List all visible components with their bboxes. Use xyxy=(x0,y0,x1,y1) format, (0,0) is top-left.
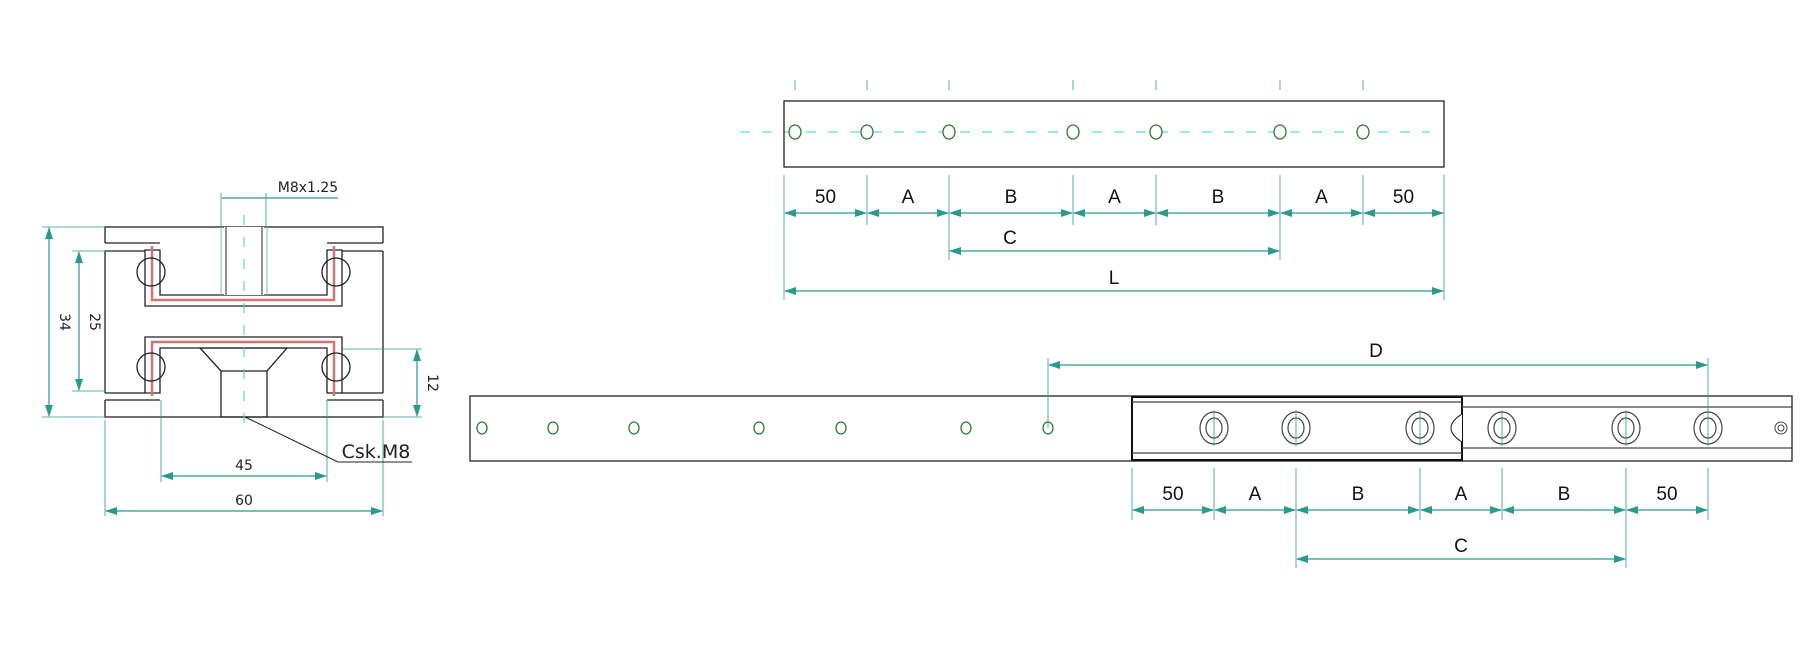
ext-seg-label-a: A xyxy=(1455,484,1468,505)
ext-seg-label-b: B xyxy=(1352,484,1365,505)
countersink-leader: Csk.M8 xyxy=(244,416,412,463)
dim-34-label: 34 xyxy=(56,313,72,331)
slot-bottom-left xyxy=(104,393,160,400)
dim-l-label: L xyxy=(1109,268,1120,289)
mounting-hole xyxy=(1066,124,1080,140)
rail-mounting-hole xyxy=(628,421,640,435)
ext-seg-label-50: 50 xyxy=(1656,484,1677,505)
upper-cage xyxy=(150,246,336,302)
upper-channel xyxy=(144,249,343,307)
mounting-hole xyxy=(1149,124,1163,140)
dim-25: 25 xyxy=(72,250,105,392)
dim-25-label: 25 xyxy=(86,313,102,331)
thread-label: M8x1.25 xyxy=(278,180,338,196)
lower-cage xyxy=(150,340,336,396)
rail-mounting-hole xyxy=(960,421,972,435)
top-seg-label-b: B xyxy=(1212,187,1225,208)
rail-outline xyxy=(783,100,1445,168)
top-seg-label-50: 50 xyxy=(815,187,836,208)
dim-c-label: C xyxy=(1003,228,1017,249)
dim-45: 45 xyxy=(160,400,328,482)
top-seg-label-50: 50 xyxy=(1393,187,1414,208)
dim-34: 34 xyxy=(42,226,105,418)
rail-mounting-hole xyxy=(547,421,559,435)
rail-extended-view: 50 A B A B 50 D C xyxy=(469,341,1793,568)
rail-mounting-hole xyxy=(753,421,765,435)
top-seg-label-a: A xyxy=(902,187,915,208)
top-seg-label-a: A xyxy=(1108,187,1121,208)
countersink-hole xyxy=(198,347,289,418)
ball-upper-right xyxy=(321,257,351,287)
countersink-label: Csk.M8 xyxy=(342,441,411,463)
slot-top-left xyxy=(104,243,160,251)
mounting-hole xyxy=(1273,124,1287,140)
slot-top-right xyxy=(327,243,384,251)
carriage-notch xyxy=(1450,413,1463,443)
inner-rail-lines xyxy=(1462,406,1792,449)
top-seg-label-b: B xyxy=(1005,187,1018,208)
slot-bottom-right xyxy=(327,393,384,400)
dim-thread: M8x1.25 xyxy=(220,180,338,227)
dim-12: 12 xyxy=(342,348,440,418)
rail-mounting-hole xyxy=(476,421,488,435)
ball-lower-left xyxy=(136,352,166,382)
mounting-hole xyxy=(788,124,802,140)
ext-seg-label-50: 50 xyxy=(1162,484,1183,505)
dim-12-label: 12 xyxy=(424,374,440,392)
end-stop-hole xyxy=(1774,421,1788,435)
dim-45-label: 45 xyxy=(235,458,253,474)
dim-60: 60 xyxy=(104,420,384,516)
mounting-hole xyxy=(1356,124,1370,140)
rail-top-view: 50 A B A B A 50 C L xyxy=(740,80,1445,300)
rail-mounting-hole xyxy=(835,421,847,435)
ext-dim-c-label: C xyxy=(1454,536,1468,557)
ball-upper-left xyxy=(136,257,166,287)
top-seg-label-a: A xyxy=(1315,187,1328,208)
dim-d-label: D xyxy=(1369,341,1383,362)
dim-60-label: 60 xyxy=(235,493,253,509)
ball-lower-right xyxy=(321,352,351,382)
end-stop-hole-inner xyxy=(1777,424,1785,432)
cross-section-view: 34 25 12 45 60 M8x1.25 xyxy=(42,180,440,516)
ext-seg-label-a: A xyxy=(1249,484,1262,505)
mounting-hole xyxy=(942,124,956,140)
lower-channel xyxy=(144,336,343,394)
mounting-hole xyxy=(860,124,874,140)
ext-seg-label-b: B xyxy=(1558,484,1571,505)
